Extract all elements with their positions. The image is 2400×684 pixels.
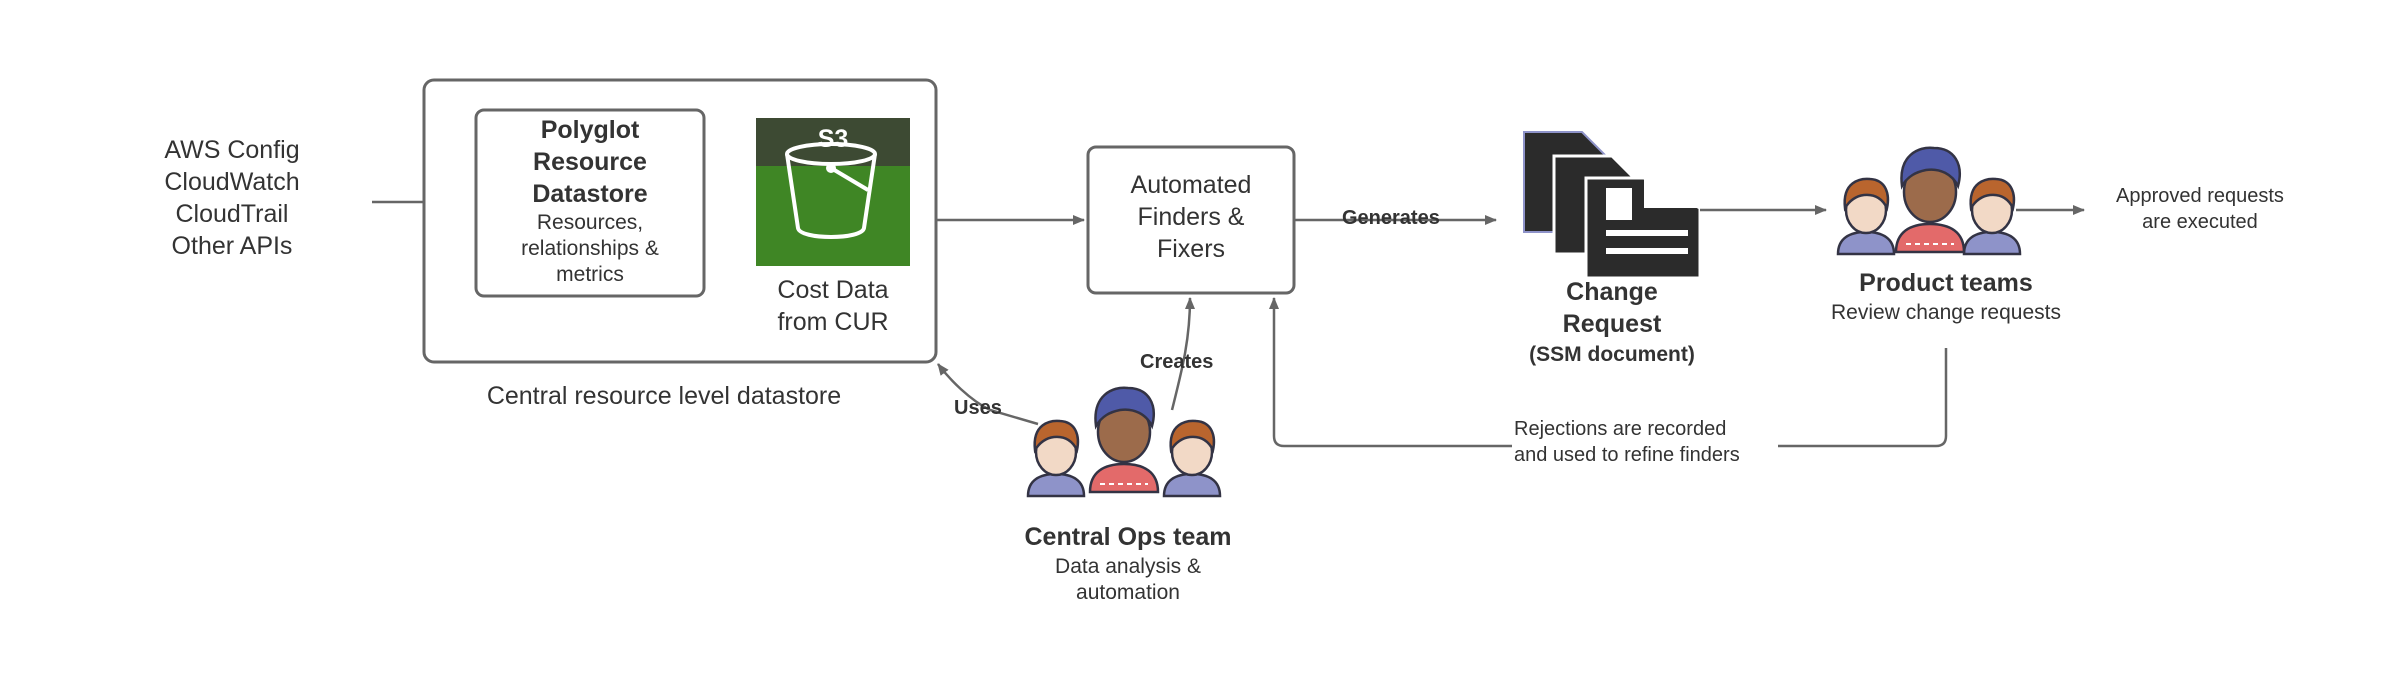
svg-text:Fixers: Fixers <box>1157 235 1225 263</box>
uses-label: Uses <box>954 397 1002 419</box>
svg-text:Request: Request <box>1563 310 1662 338</box>
ops-creates-finders-arrow <box>1170 297 1195 411</box>
svg-text:Resources,: Resources, <box>537 211 643 234</box>
document-stack-icon <box>1523 131 1702 280</box>
svg-text:Data analysis &: Data analysis & <box>1055 555 1201 578</box>
source-cloudwatch: CloudWatch <box>164 168 299 196</box>
source-cloudtrail: CloudTrail <box>175 200 288 228</box>
svg-text:Cost Data: Cost Data <box>777 276 888 304</box>
source-other-apis: Other APIs <box>172 232 293 260</box>
svg-text:Approved requests: Approved requests <box>2116 185 2284 207</box>
ops-uses-datastore-arrow <box>937 363 1039 426</box>
change-request-subtitle: (SSM document) <box>1529 343 1695 366</box>
data-sources: AWS Config CloudWatch CloudTrail Other A… <box>164 136 299 260</box>
product-teams-title: Product teams <box>1859 269 2033 297</box>
svg-text:Rejections are recorded: Rejections are recorded <box>1514 418 1726 440</box>
svg-text:Finders &: Finders & <box>1138 203 1245 231</box>
svg-text:Resource: Resource <box>533 148 647 176</box>
svg-text:relationships &: relationships & <box>521 237 659 260</box>
polyglot-datastore-description: Resources, relationships & metrics <box>521 211 659 286</box>
people-group-icon <box>1836 146 2022 256</box>
change-request-title: Change Request <box>1563 278 1662 338</box>
central-ops-description: Data analysis & automation <box>1055 555 1201 604</box>
svg-text:and used to refine finders: and used to refine finders <box>1514 444 1740 466</box>
product-teams-subtitle: Review change requests <box>1831 301 2061 324</box>
svg-text:are executed: are executed <box>2142 211 2258 233</box>
svg-text:Change: Change <box>1566 278 1658 306</box>
s3-cost-data-caption: Cost Data from CUR <box>777 276 888 336</box>
approved-requests-note: Approved requests are executed <box>2116 185 2284 233</box>
people-group-icon <box>1026 386 1222 498</box>
svg-text:automation: automation <box>1076 581 1180 604</box>
svg-text:Automated: Automated <box>1131 171 1252 199</box>
s3-icon-label: S3 <box>818 125 849 153</box>
svg-text:Polyglot: Polyglot <box>541 116 640 144</box>
source-aws-config: AWS Config <box>164 136 299 164</box>
creates-label: Creates <box>1140 351 1213 373</box>
svg-text:from CUR: from CUR <box>777 308 888 336</box>
polyglot-datastore-title: Polyglot Resource Datastore <box>532 116 647 208</box>
polyglot-datastore-box <box>474 108 706 298</box>
automated-finders-label: Automated Finders & Fixers <box>1131 171 1252 263</box>
rejections-label-background <box>1512 412 1778 470</box>
svg-text:metrics: metrics <box>556 263 624 286</box>
svg-text:Datastore: Datastore <box>532 180 647 208</box>
s3-bucket-icon: S3 <box>756 118 910 266</box>
central-ops-title: Central Ops team <box>1024 523 1231 551</box>
rejections-label: Rejections are recorded and used to refi… <box>1514 418 1740 466</box>
central-datastore-caption: Central resource level datastore <box>487 382 841 410</box>
generates-label: Generates <box>1342 207 1440 229</box>
